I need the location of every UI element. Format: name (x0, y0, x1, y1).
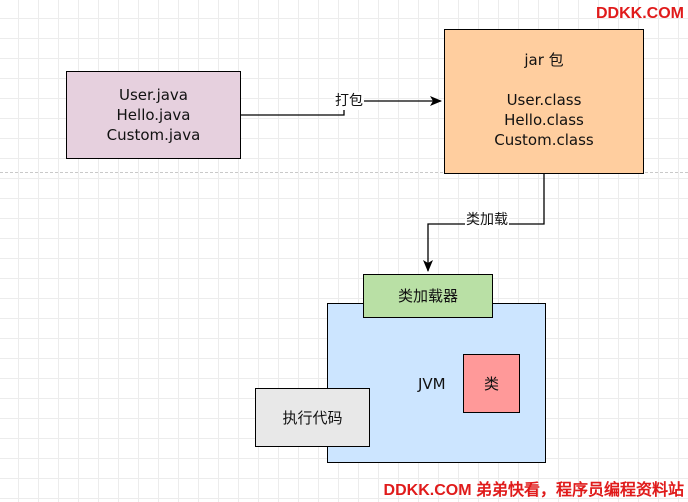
pack-label: 打包 (334, 92, 364, 110)
jar-title: jar 包 (524, 51, 564, 69)
source-file-custom: Custom.java (106, 126, 201, 144)
jar-class-hello: Hello.class (504, 111, 584, 129)
execute-code-box: 执行代码 (255, 388, 370, 447)
class-label: 类 (483, 374, 499, 393)
site-watermark-footer: DDKK.COM 弟弟快看，程序员编程资料站 (383, 482, 684, 499)
jar-class-custom: Custom.class (494, 131, 594, 149)
classloader-label: 类加载器 (397, 287, 458, 305)
jvm-label: JVM (418, 375, 446, 393)
class-loading-label: 类加载 (465, 211, 509, 229)
execute-code-label: 执行代码 (282, 408, 343, 427)
source-file-hello: Hello.java (116, 106, 191, 124)
source-file-user: User.java (118, 86, 188, 104)
classloader-box: 类加载器 (363, 274, 493, 318)
source-files-box: User.java Hello.java Custom.java (66, 71, 241, 159)
jar-package-box: jar 包 User.class Hello.class Custom.clas… (444, 29, 644, 174)
site-watermark: DDKK.COM (596, 5, 684, 22)
page-break-line (0, 172, 688, 173)
jar-class-user: User.class (506, 91, 582, 109)
class-box: 类 (463, 354, 520, 413)
